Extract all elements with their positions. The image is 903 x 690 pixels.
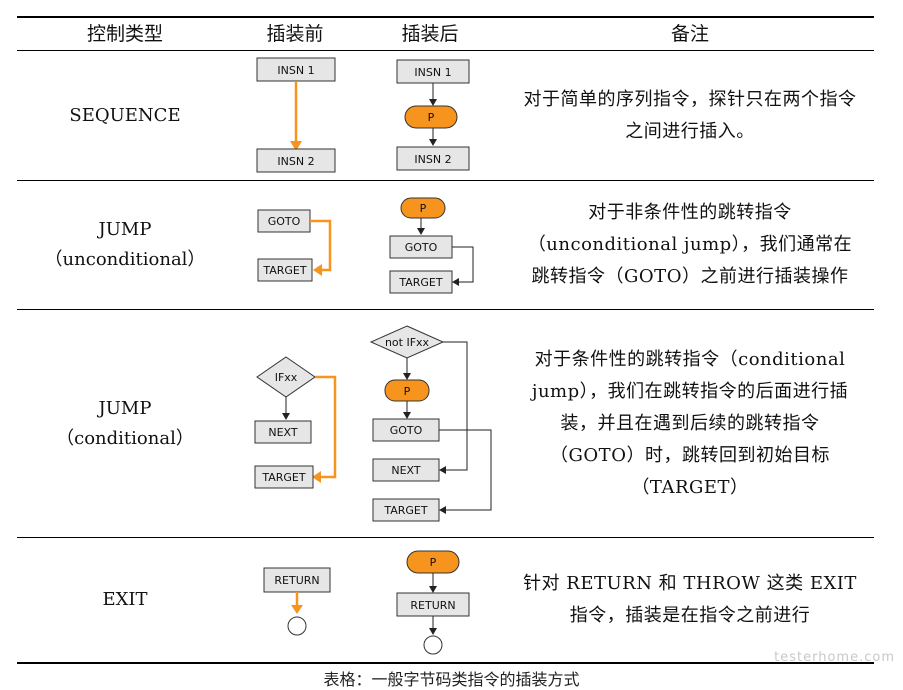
diagram-sequence-after: INSN 1 P INSN 2 xyxy=(396,59,470,171)
target-box xyxy=(389,270,453,294)
condition-label: IFxx xyxy=(275,371,298,384)
note-jump-conditional: 对于条件性的跳转指令（conditional jump），我们在跳转指令的后面进… xyxy=(531,348,849,498)
type-exit: EXIT xyxy=(30,538,220,662)
header-control-type: 控制类型 xyxy=(86,22,163,45)
arrow-head xyxy=(282,413,290,420)
type-jump-unconditional: JUMP （unconditional） xyxy=(30,181,220,309)
table-top-rule xyxy=(17,16,874,18)
arrow-head xyxy=(313,264,322,276)
row-rule-2 xyxy=(17,309,874,310)
probe-label: P xyxy=(420,202,427,215)
condition-label: not IFxx xyxy=(385,336,430,349)
target-box xyxy=(257,258,313,282)
jump-arrow xyxy=(452,246,474,283)
insn2-box xyxy=(256,148,336,173)
note-sequence: 对于简单的序列指令，探针只在两个指令之间进行插入。 xyxy=(523,88,857,142)
arrow-head xyxy=(290,141,302,151)
note-exit: 针对 RETURN 和 THROW 这类 EXIT 指令，插装是在指令之前进行 xyxy=(523,573,857,626)
probe-label: P xyxy=(428,111,435,124)
type-sequence: SEQUENCE xyxy=(30,51,220,180)
insn2-box xyxy=(396,146,470,171)
diagram-jump-conditional-before: IFxx NEXT TARGET xyxy=(254,356,337,489)
next-label: NEXT xyxy=(391,464,421,477)
return-label: RETURN xyxy=(410,599,455,612)
next-label: NEXT xyxy=(268,426,298,439)
type-label: JUMP xyxy=(98,219,152,240)
arrow-head xyxy=(429,139,437,146)
type-label: EXIT xyxy=(102,589,148,610)
arrow-head xyxy=(429,99,437,106)
arrow-head xyxy=(439,506,446,514)
header-rule xyxy=(17,50,874,51)
jump-arrow xyxy=(310,219,332,272)
type-sublabel: （unconditional） xyxy=(44,249,206,270)
target-label: TARGET xyxy=(398,276,443,289)
exit-circle xyxy=(287,616,307,636)
diagram-jump-unconditional-after: P GOTO TARGET xyxy=(389,197,474,294)
arrow-head xyxy=(429,586,437,593)
insn2-label: INSN 2 xyxy=(414,153,451,166)
arrow-head xyxy=(291,605,303,614)
target-label: TARGET xyxy=(383,504,428,517)
target-label: TARGET xyxy=(262,264,307,277)
header-before: 插装前 xyxy=(266,22,324,45)
watermark: testerhome.com xyxy=(774,650,895,665)
arrow-head xyxy=(429,628,437,635)
goto-label: GOTO xyxy=(405,241,438,254)
next-box xyxy=(254,420,312,444)
arrow-head xyxy=(403,412,411,419)
target-box xyxy=(254,465,314,489)
header-after: 插装后 xyxy=(401,22,459,45)
insn1-label: INSN 1 xyxy=(414,66,451,79)
type-sublabel: （conditional） xyxy=(56,427,194,449)
table-caption: 表格：一般字节码类指令的插装方式 xyxy=(323,670,580,689)
arrow-head xyxy=(417,228,425,235)
probe-box xyxy=(400,197,446,219)
return-label: RETURN xyxy=(274,574,319,587)
arrow-head xyxy=(439,466,446,474)
type-label: SEQUENCE xyxy=(69,104,181,126)
arrow-head xyxy=(403,373,411,380)
exit-circle xyxy=(423,635,443,655)
diagram-exit-before: RETURN xyxy=(263,567,331,636)
probe-label: P xyxy=(404,385,411,398)
diagram-sequence-before: INSN 1 INSN 2 xyxy=(256,57,336,173)
target-label: TARGET xyxy=(261,471,306,484)
probe-label: P xyxy=(430,556,437,569)
header-note: 备注 xyxy=(670,22,709,45)
arrow-head xyxy=(312,471,321,483)
note-jump-unconditional: 对于非条件性的跳转指令（unconditional jump），我们通常在跳转指… xyxy=(527,202,853,287)
insn2-label: INSN 2 xyxy=(277,155,314,168)
diagram-jump-conditional-after: not IFxx P GOTO NEXT TARGET xyxy=(369,325,492,522)
row-rule-3 xyxy=(17,537,874,538)
jump-arrow xyxy=(439,429,492,511)
row-rule-1 xyxy=(17,180,874,181)
goto-label: GOTO xyxy=(268,215,301,228)
insn1-label: INSN 1 xyxy=(277,64,314,77)
table-bottom-rule xyxy=(17,662,874,664)
jump-arrow xyxy=(315,375,337,479)
return-box xyxy=(263,567,331,593)
branch-arrow xyxy=(443,341,468,471)
diagram-exit-after: P RETURN xyxy=(396,550,470,655)
goto-label: GOTO xyxy=(390,424,423,437)
probe-box xyxy=(404,105,458,129)
type-jump-conditional: JUMP （conditional） xyxy=(30,310,220,537)
diagram-jump-unconditional-before: GOTO TARGET xyxy=(257,209,332,282)
arrow-head xyxy=(452,278,459,286)
type-label: JUMP xyxy=(98,397,152,419)
